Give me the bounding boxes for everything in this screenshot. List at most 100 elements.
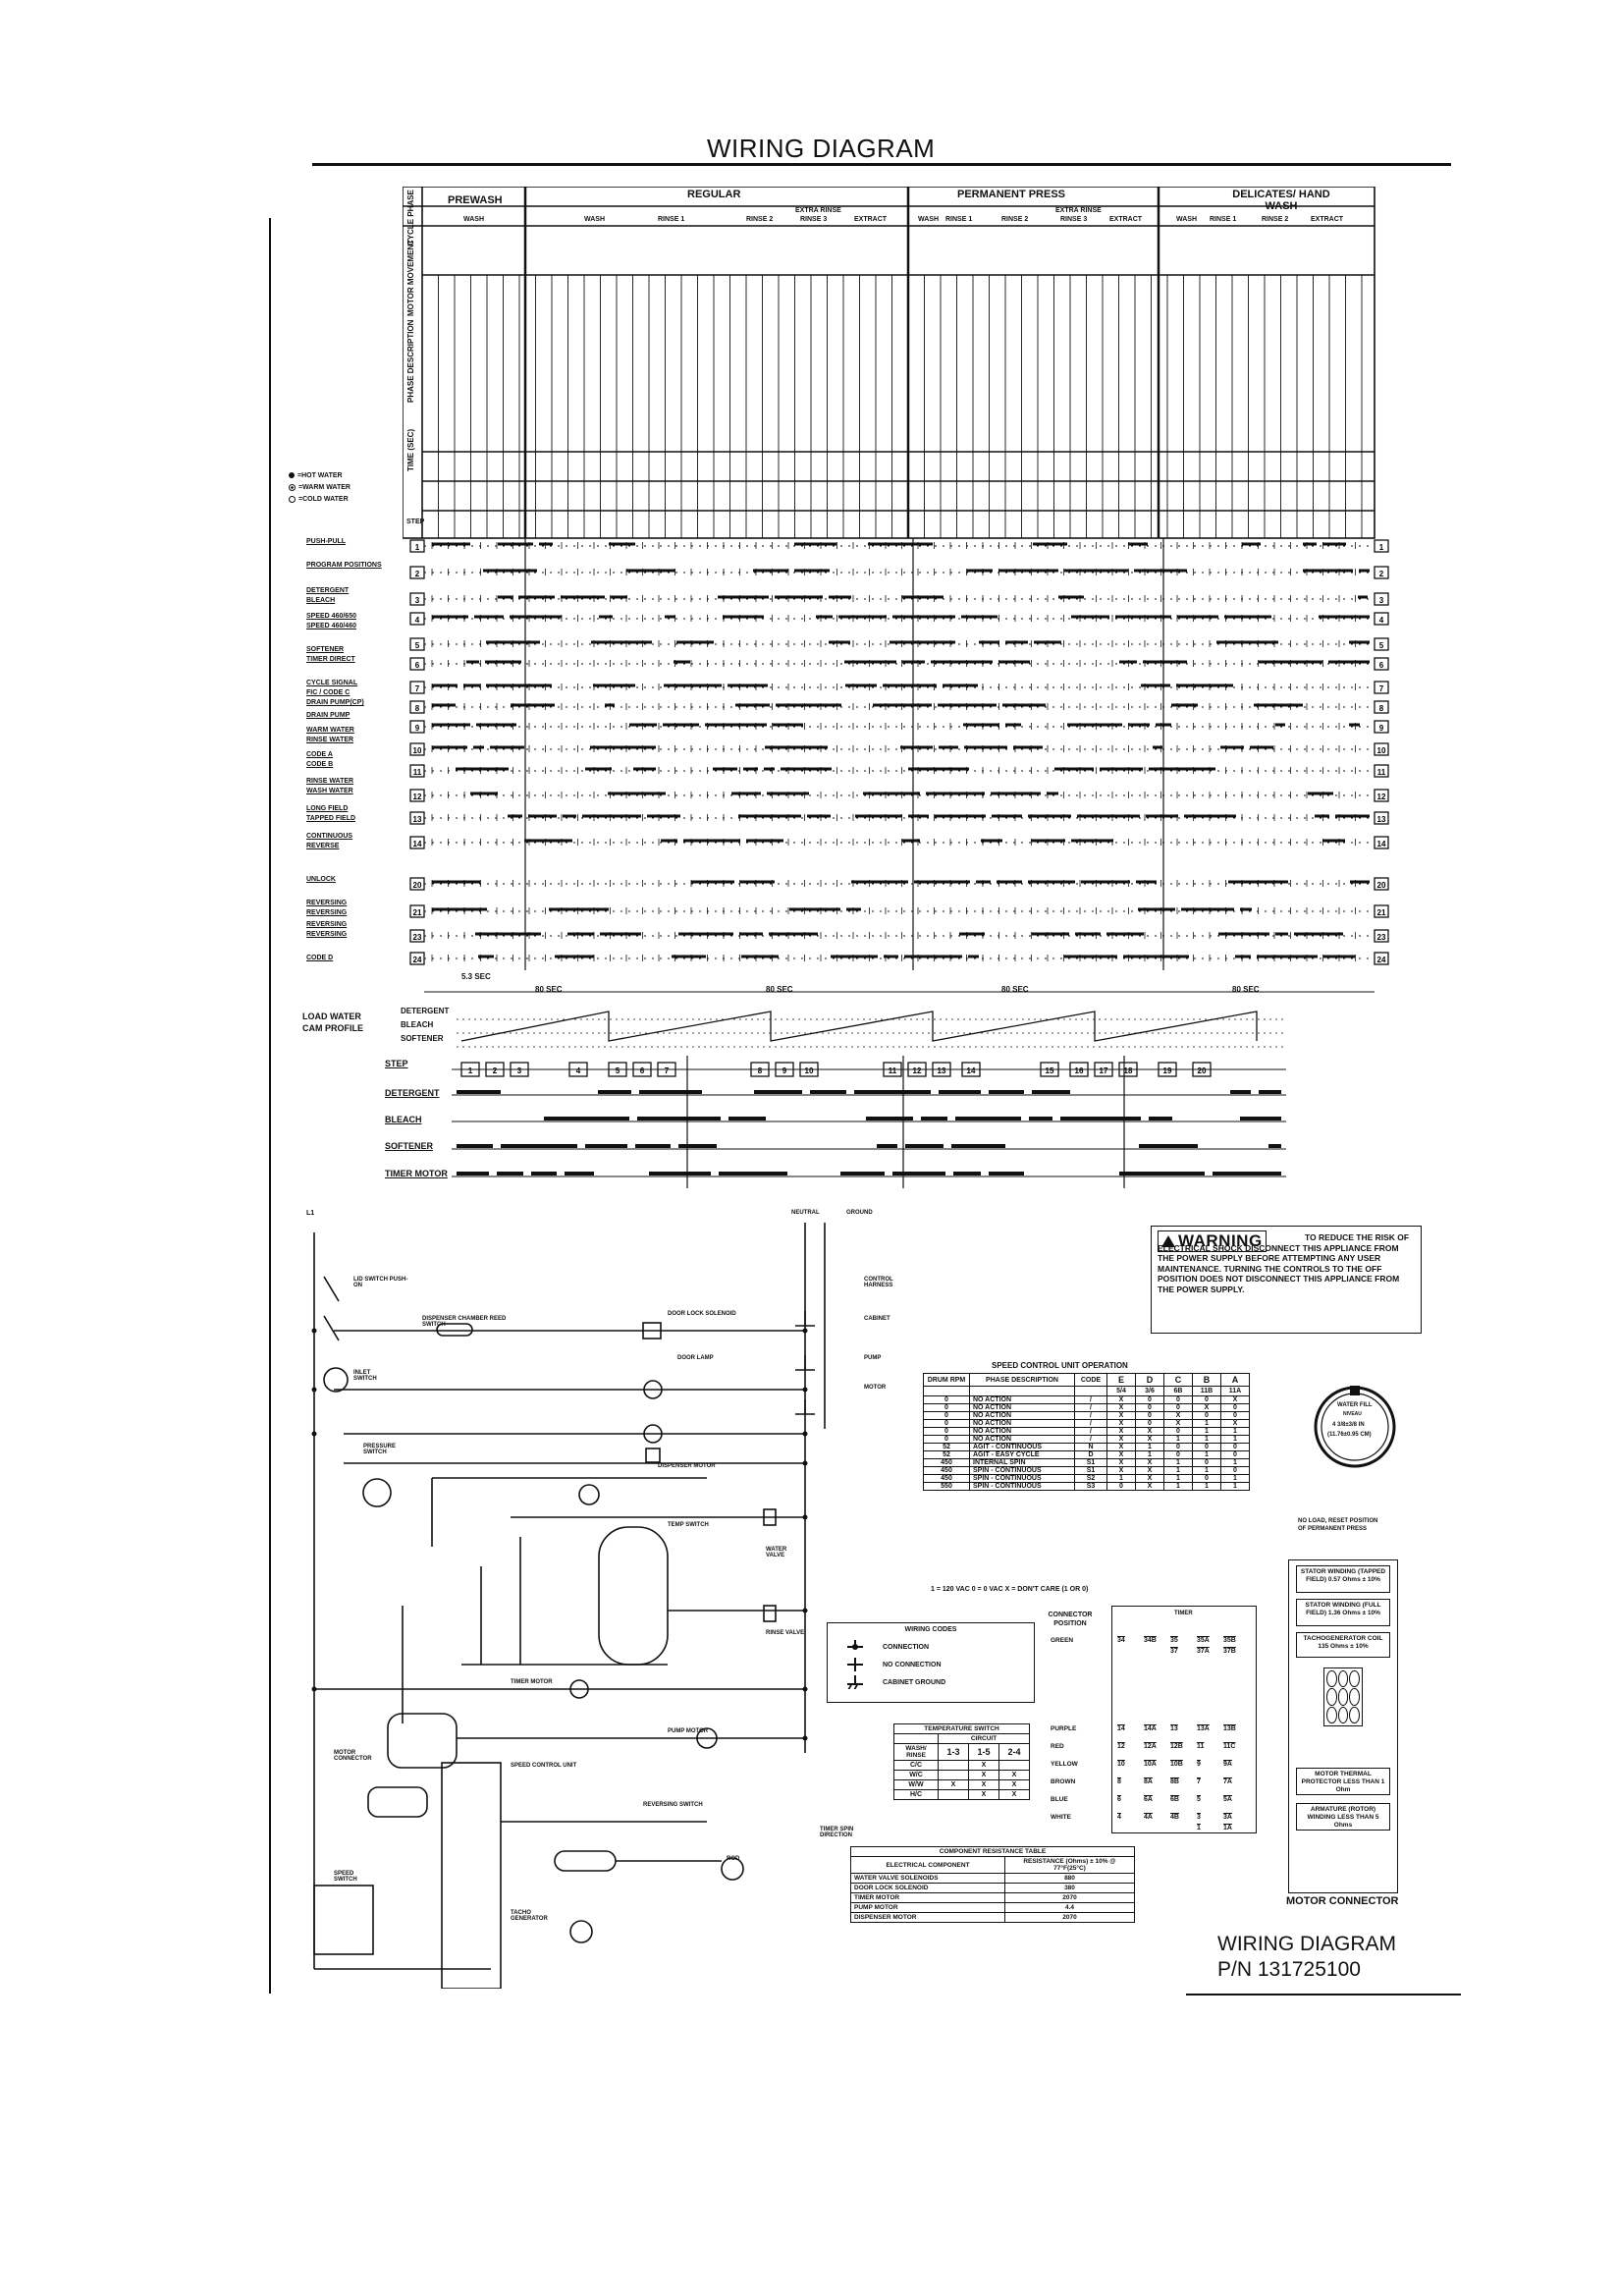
sub-regular-rinse3: RINSE 3: [800, 216, 828, 223]
terminal-box-right: [1374, 681, 1389, 694]
terminal-box-right: [1374, 720, 1389, 734]
temp-cell: X: [968, 1770, 999, 1780]
speed-cell: X: [1163, 1419, 1193, 1428]
junction-dot: [311, 1328, 317, 1334]
temp-cell: X: [968, 1760, 999, 1771]
label-motor: MOTOR MOVEMENT: [406, 239, 415, 316]
speed-cell: 0: [1220, 1466, 1250, 1475]
sub-delicate-wash: WASH: [1176, 216, 1197, 223]
signal-label: PROGRAM POSITIONS: [306, 562, 382, 569]
terminal-number-right: 20: [1377, 881, 1386, 890]
connector-value: 14: [1117, 1725, 1125, 1732]
connector-value: 12A: [1144, 1743, 1157, 1750]
speed-cell: X: [1106, 1419, 1136, 1428]
terminal-number-left: 21: [413, 908, 422, 917]
speed-cell: 0: [923, 1419, 970, 1428]
sub-regular-rinse2: RINSE 2: [746, 216, 774, 223]
junction-dot: [802, 1387, 808, 1393]
connector-value: 10B: [1170, 1761, 1183, 1768]
water-fill-dial: [1314, 1386, 1396, 1468]
motor-connector-title: MOTOR CONNECTOR: [1286, 1895, 1399, 1907]
speed-cell: 0: [1192, 1458, 1221, 1467]
connector-value: 3A: [1223, 1814, 1232, 1821]
cam-step-number: 5: [616, 1066, 620, 1075]
signal-label: TAPPED FIELD: [306, 815, 356, 822]
cam-profile-detergent: DETERGENT: [401, 1007, 450, 1015]
speed-cell: 52: [923, 1450, 970, 1459]
connector-value: 9A: [1223, 1761, 1232, 1768]
junction-dot: [802, 1608, 808, 1613]
resistance-cell: DISPENSER MOTOR: [850, 1912, 1005, 1923]
page-title: WIRING DIAGRAM: [707, 134, 936, 163]
cabinet-ground-icon: [847, 1675, 863, 1689]
connector-value: 7A: [1223, 1778, 1232, 1785]
signal-label: DETERGENT: [306, 587, 350, 594]
speed-cell: 0: [1220, 1450, 1250, 1459]
speed-cell: 0: [1220, 1411, 1250, 1420]
cam-step-number: 9: [782, 1066, 787, 1075]
temp-cell: X: [998, 1779, 1030, 1790]
terminal-number-right: 6: [1379, 661, 1384, 670]
water-fill-spec: 4 3/8±3/8 IN: [1332, 1422, 1365, 1428]
signal-label: PUSH-PULL: [306, 538, 347, 545]
terminal-number-left: 20: [413, 881, 422, 890]
speed-cell: 450: [923, 1458, 970, 1467]
terminal-number-left: 13: [413, 815, 422, 824]
extra-rinse-perm: EXTRA RINSE: [1055, 207, 1102, 214]
sub-perm-wash: WASH: [918, 216, 939, 223]
temp-cell: [998, 1760, 1030, 1771]
mc-terminal: [1349, 1688, 1360, 1706]
temp-col-washrinse: WASH/ RINSE: [893, 1743, 939, 1761]
speed-cell: S2: [1074, 1474, 1107, 1483]
junction-dot: [802, 1460, 808, 1466]
temp-cell: W/W: [893, 1779, 939, 1790]
junction-dot: [802, 1328, 808, 1334]
cam-step-number: 20: [1198, 1066, 1207, 1075]
temp-table-title: TEMPERATURE SWITCH: [893, 1723, 1030, 1734]
speed-cell: 450: [923, 1474, 970, 1483]
speed-cell: /: [1074, 1427, 1107, 1436]
terminal-box-right: [1374, 612, 1389, 626]
speed-cell: X: [1106, 1427, 1136, 1436]
speed-cell: S1: [1074, 1458, 1107, 1467]
resistance-cell: 2070: [1004, 1912, 1135, 1923]
speed-cell: X: [1135, 1466, 1164, 1475]
resistance-title: COMPONENT RESISTANCE TABLE: [850, 1846, 1135, 1857]
speed-cell: 1: [1220, 1435, 1250, 1444]
terminal-number-right: 21: [1377, 908, 1386, 917]
speed-col-d: D: [1135, 1373, 1164, 1387]
speed-cell: 0: [923, 1427, 970, 1436]
terminal-number-right: 7: [1379, 684, 1384, 693]
terminal-number-left: 23: [413, 933, 422, 942]
schem-cabinet: CABINET: [864, 1316, 890, 1322]
wiring-codes-title: WIRING CODES: [904, 1626, 957, 1633]
speed-cell: X: [1192, 1403, 1221, 1412]
legend-warm: =WARM WATER: [298, 483, 351, 491]
speed-cell: X: [1106, 1450, 1136, 1459]
signal-label: CYCLE SIGNAL: [306, 680, 358, 686]
speed-sub-cell: 3/6: [1135, 1386, 1164, 1396]
cam-step-number: 1: [468, 1066, 473, 1075]
cam-step-number: 7: [665, 1066, 670, 1075]
warning-heading: WARNING: [1178, 1231, 1263, 1250]
cam-step-number: 2: [493, 1066, 498, 1075]
speed-sub-cell: [1074, 1386, 1107, 1396]
signal-label: CODE A: [306, 751, 333, 758]
component-resistance-table: COMPONENT RESISTANCE TABLE ELECTRICAL CO…: [850, 1846, 1135, 1923]
connector-value: 7: [1197, 1778, 1201, 1785]
terminal-number-left: 9: [415, 724, 420, 733]
connector-color: RED: [1051, 1743, 1064, 1750]
speed-cell: /: [1074, 1403, 1107, 1412]
terminal-box-right: [1374, 700, 1389, 714]
terminal-number-right: 2: [1379, 570, 1384, 578]
schem-speed-control: SPEED CONTROL UNIT: [511, 1763, 577, 1769]
label-time: TIME (SEC): [406, 428, 415, 471]
cycle-prewash: PREWASH: [448, 194, 503, 206]
junction-dot: [802, 1514, 808, 1520]
temp-switch-table: TEMPERATURE SWITCH CIRCUIT WASH/ RINSE 1…: [893, 1723, 1030, 1800]
terminal-number-right: 3: [1379, 596, 1384, 605]
